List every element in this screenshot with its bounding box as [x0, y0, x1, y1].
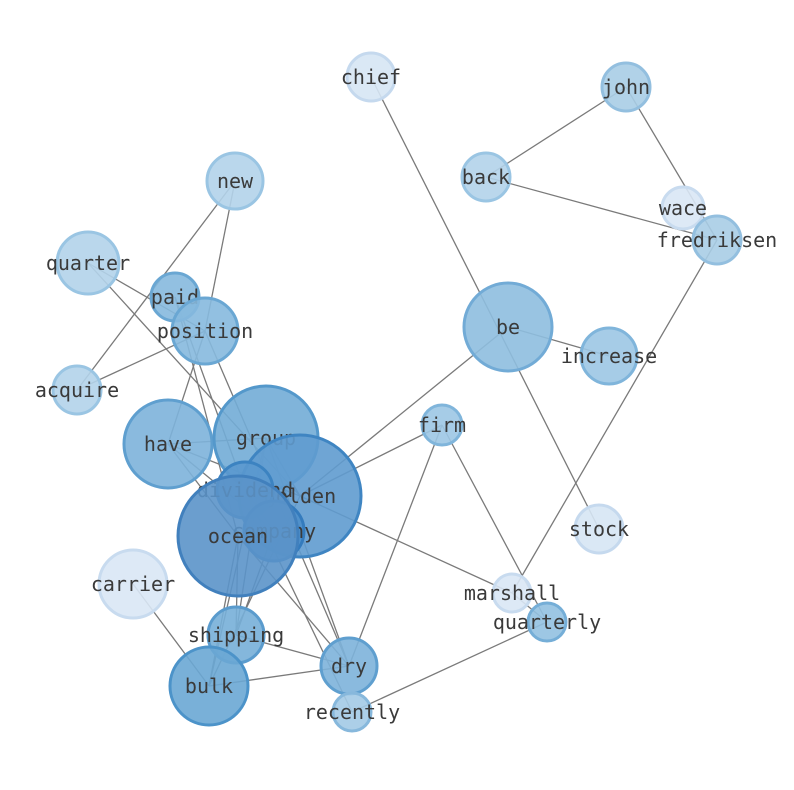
node-label-fredriksen: fredriksen	[657, 228, 777, 252]
node-circle-john	[600, 61, 652, 113]
node-circle-be	[462, 281, 554, 373]
node-label-quarter: quarter	[46, 251, 130, 275]
node-circle-marshall	[491, 572, 533, 614]
node-fredriksen: fredriksen	[657, 214, 777, 266]
node-label-firm: firm	[418, 413, 466, 437]
node-circle-carrier	[97, 548, 169, 620]
edge-john-back	[485, 86, 627, 178]
node-ocean: ocean	[176, 474, 300, 598]
node-circle-increase	[579, 326, 639, 386]
node-increase: increase	[561, 326, 657, 386]
edge-firm-dry	[348, 424, 443, 667]
node-circle-back	[460, 151, 512, 203]
node-wace: wace	[659, 185, 707, 231]
node-carrier: carrier	[91, 548, 175, 620]
node-label-acquire: acquire	[35, 378, 119, 402]
node-acquire: acquire	[35, 364, 119, 416]
node-label-john: john	[602, 75, 650, 99]
node-john: john	[600, 61, 652, 113]
node-label-ocean: ocean	[208, 524, 268, 548]
node-label-quarterly: quarterly	[493, 610, 601, 634]
node-circle-ocean	[176, 474, 300, 598]
node-be: be	[462, 281, 554, 373]
node-circle-new	[205, 151, 265, 211]
edge-layer	[76, 76, 718, 713]
node-stock: stock	[569, 503, 629, 555]
node-new: new	[205, 151, 265, 211]
node-circle-have	[122, 398, 214, 490]
node-label-bulk: bulk	[185, 674, 233, 698]
node-circle-wace	[660, 185, 706, 231]
node-circle-bulk	[168, 645, 250, 727]
node-label-dry: dry	[331, 654, 367, 678]
node-label-stock: stock	[569, 517, 629, 541]
node-firm: firm	[418, 403, 466, 447]
node-label-chief: chief	[341, 65, 401, 89]
node-bulk: bulk	[168, 645, 250, 727]
node-label-have: have	[144, 432, 192, 456]
node-circle-chief	[345, 51, 397, 103]
node-label-position: position	[157, 319, 253, 343]
node-circle-stock	[573, 503, 625, 555]
node-dry: dry	[319, 636, 379, 696]
node-circle-fredriksen	[691, 214, 743, 266]
node-quarter: quarter	[46, 230, 130, 296]
node-circle-quarterly	[526, 601, 568, 643]
node-label-shipping: shipping	[188, 623, 284, 647]
node-label-be: be	[496, 315, 520, 339]
node-circle-quarter	[55, 230, 121, 296]
node-label-wace: wace	[659, 196, 707, 220]
node-marshall: marshall	[464, 572, 560, 614]
node-label-increase: increase	[561, 344, 657, 368]
node-label-recently: recently	[304, 700, 400, 724]
edge-fredriksen-marshall	[511, 239, 718, 594]
node-label-new: new	[217, 169, 254, 193]
node-quarterly: quarterly	[493, 601, 601, 643]
node-label-marshall: marshall	[464, 581, 560, 605]
node-label-carrier: carrier	[91, 572, 175, 596]
node-position: position	[157, 296, 253, 366]
node-chief: chief	[341, 51, 401, 103]
edge-quarterly-recently	[351, 621, 548, 713]
node-label-back: back	[462, 165, 510, 189]
node-back: back	[460, 151, 512, 203]
node-have: have	[122, 398, 214, 490]
node-circle-acquire	[51, 364, 103, 416]
node-circle-position	[170, 296, 240, 366]
node-circle-firm	[420, 403, 464, 447]
node-recently: recently	[304, 691, 400, 733]
node-circle-recently	[331, 691, 373, 733]
